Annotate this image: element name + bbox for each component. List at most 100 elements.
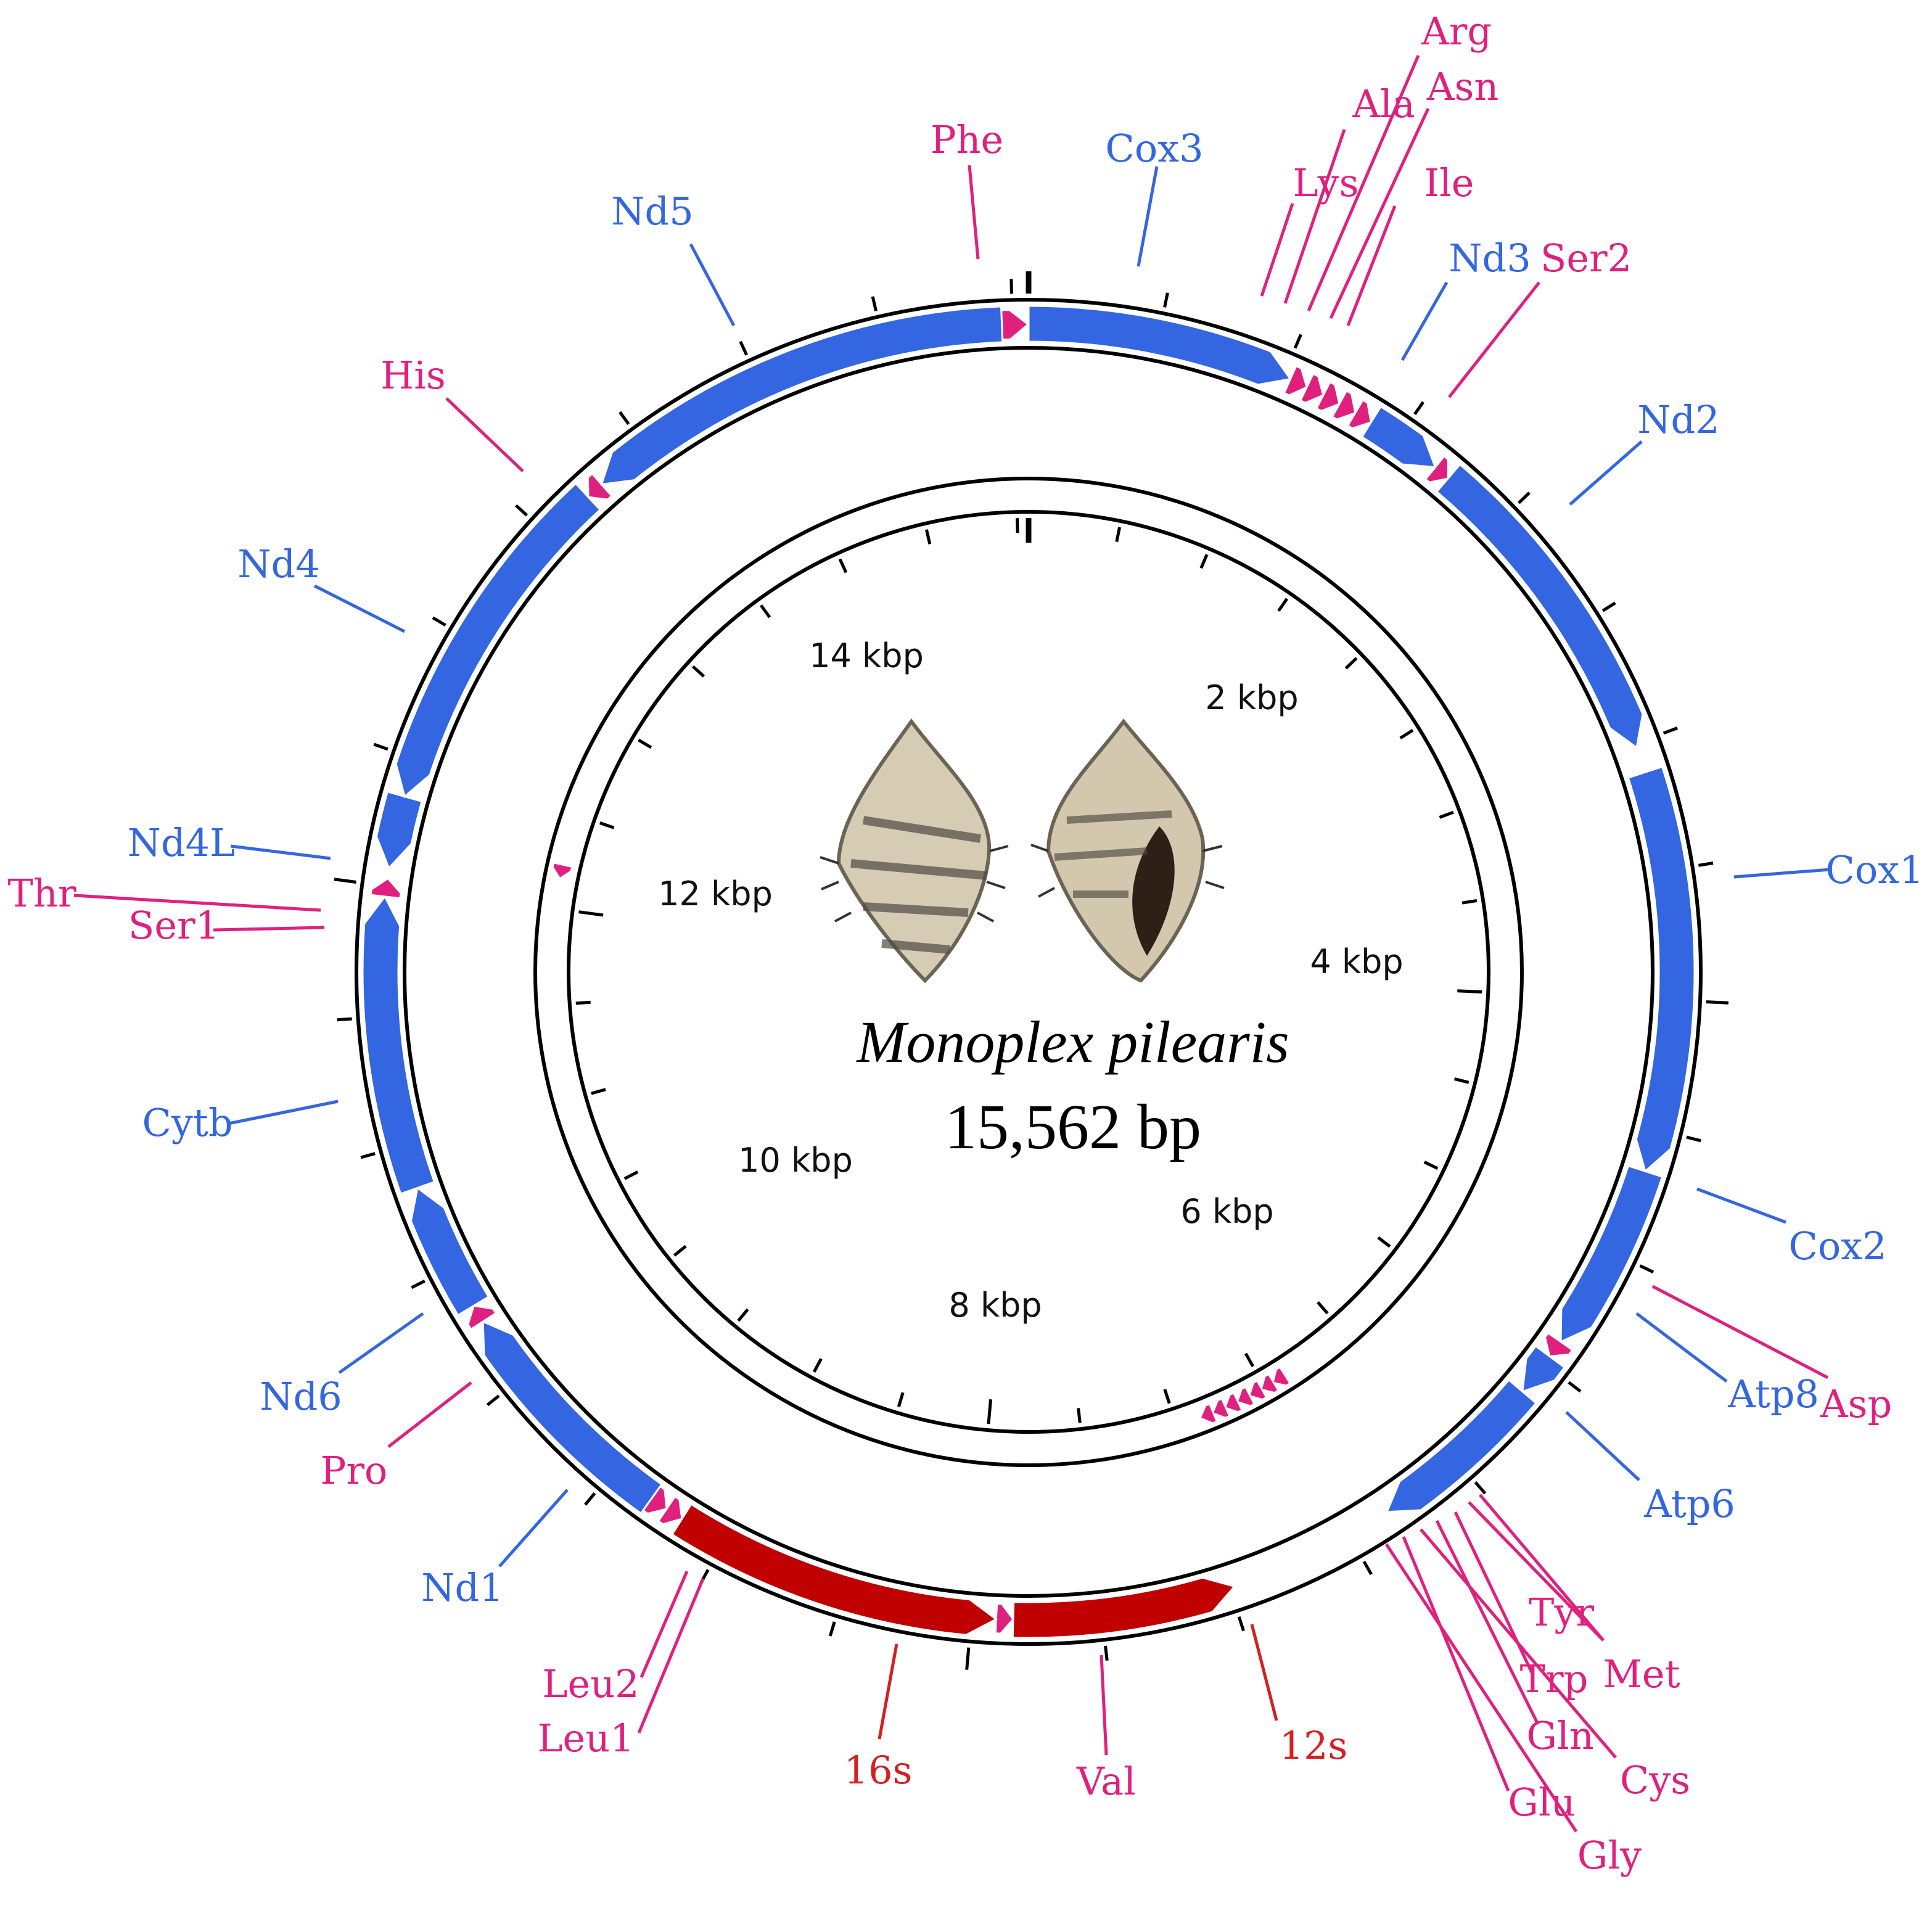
gene-label-cox2: Cox2 [1788,1223,1886,1269]
gene-label-met: Met [1603,1651,1680,1696]
cds-feature [409,1186,490,1317]
kbp-label: 8 kbp [948,1286,1042,1325]
leader-line [639,1571,689,1678]
leader-line [1565,1411,1640,1481]
cds-feature [1627,765,1696,1174]
leader-line [1420,1528,1617,1759]
gene-label-cys: Cys [1620,1758,1690,1803]
gene-label-nd1: Nd1 [421,1565,503,1610]
inner-tick [599,821,615,829]
kbp-label: 6 kbp [1180,1192,1273,1231]
gene-label-ile: Ile [1424,160,1474,205]
inner-tick [987,1399,993,1425]
shell-image-dorsal [820,718,1009,984]
gene-label-16s: 16s [844,1748,913,1793]
inner-trna-feature [1260,1373,1279,1394]
inner-tick [1439,810,1454,819]
gene-label-atp8: Atp8 [1727,1371,1819,1417]
inner-trna-feature [1199,1403,1218,1424]
inner-tick [1077,1408,1082,1423]
trna-feature [1283,364,1308,397]
inner-tick [591,1088,606,1095]
gene-label-12s: 12s [1280,1723,1348,1768]
leader-line [1402,1536,1510,1791]
leader-line [1260,203,1294,297]
leader-line [1448,281,1540,398]
leader-line [1137,166,1159,267]
inner-tick [578,910,604,917]
leader-line [637,1578,705,1733]
outer-tick [965,1647,971,1670]
leader-line [1250,1624,1278,1721]
gene-label-ala: Ala [1352,81,1415,126]
outer-tick [871,296,878,311]
inner-tick [1457,989,1482,994]
outer-tick [411,1279,425,1289]
outer-tick [514,504,528,517]
inner-trna-feature [1224,1392,1243,1413]
inner-tick [673,1244,687,1257]
leader-line [968,165,980,260]
leader-line [1635,1312,1728,1383]
outer-tick [619,411,630,426]
outer-tick [360,1152,376,1159]
kbp-label: 12 kbp [658,874,773,913]
leader-line [338,1312,424,1375]
gene-label-gly: Gly [1577,1833,1642,1878]
kbp-label: 4 kbp [1310,942,1403,981]
inner-scale-ticks [575,518,1482,1425]
leader-line [1468,1501,1605,1642]
inner-trna-feature [1212,1398,1230,1418]
inner-tick [1277,598,1289,612]
leader-line [1400,281,1449,361]
leader-line [1651,1285,1829,1380]
cds-feature [361,895,436,1195]
gene-label-nd2: Nd2 [1637,397,1719,442]
cds-feature [600,305,1004,486]
inner-tick [1399,729,1414,740]
inner-tick [1423,1161,1439,1170]
cds-feature [1385,1378,1538,1513]
outer-tick [1706,1000,1729,1005]
trna-feature [1544,1331,1574,1358]
outer-tick [1639,1264,1655,1274]
cds-feature [1560,1164,1664,1344]
gene-label-atp6: Atp6 [1643,1481,1735,1526]
trna-feature [994,1603,1014,1635]
outer-tick [1686,1135,1701,1143]
outer-tick [1474,1481,1487,1495]
inner-trna-feature [1236,1386,1255,1407]
leader-line [1435,1519,1540,1725]
gene-label-tyr: Tyr [1529,1590,1594,1635]
gene-features [361,305,1696,1639]
inner-tick [1016,518,1019,533]
inner-tick [575,1000,591,1005]
cds-feature [482,1320,664,1515]
outer-tick [373,742,388,751]
gene-label-nd6: Nd6 [260,1374,342,1419]
gene-label-ser2: Ser2 [1540,236,1632,281]
rrna-feature [1011,1576,1236,1639]
trna-feature [1000,308,1030,341]
map-rings [355,298,1703,1646]
cds-feature [1435,463,1644,749]
gene-label-asn: Asn [1426,64,1499,109]
inner-tick [1317,1301,1329,1315]
leader-line [1283,129,1346,304]
outer-tick [1293,334,1302,349]
leader-line [1453,1511,1534,1674]
outer-inner-ring [403,346,1655,1598]
inner-tick [897,1392,905,1407]
leader-line [1696,1187,1786,1224]
trna-feature [1346,398,1372,430]
inner-tick [623,1170,639,1180]
gene-label-trp: Trp [1520,1656,1589,1701]
gene-label-gln: Gln [1526,1713,1593,1758]
shell-image-apertural [1030,718,1225,983]
leader-line [1479,1494,1605,1642]
trna-feature [1315,380,1341,413]
inner-inner-ring [567,510,1490,1434]
leader-line [1733,868,1831,879]
